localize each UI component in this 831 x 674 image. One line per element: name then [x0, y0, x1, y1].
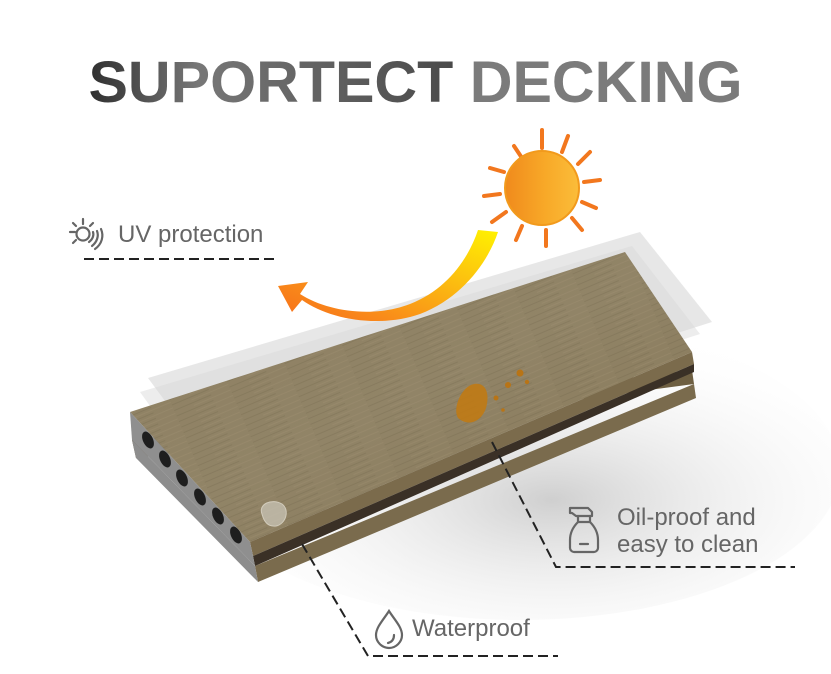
- title-brand: SUPORTECT: [88, 50, 454, 115]
- board-lower-end: [132, 440, 258, 582]
- sun-illustration: [482, 128, 602, 248]
- board-wood-grain: [130, 252, 692, 542]
- uv-deflection-arrow: [278, 230, 498, 322]
- water-drop-icon: [374, 608, 404, 650]
- oil-leader-line: [491, 441, 795, 568]
- water-droplet: [260, 501, 287, 527]
- board-groove: [253, 364, 694, 566]
- board-end-face: [130, 412, 255, 566]
- uv-protection-label: UV protection: [118, 221, 264, 248]
- page-title: SUPORTECT DECKING: [0, 52, 831, 114]
- title-product: DECKING: [469, 50, 743, 115]
- board-lower-side: [255, 384, 696, 582]
- hollow-core-holes: [142, 431, 242, 544]
- water-leader-line: [301, 543, 558, 657]
- oil-proof-label-line1: Oil-proof and: [617, 504, 756, 531]
- oil-stain: [456, 369, 530, 423]
- callout-leader-lines: [84, 258, 795, 657]
- sun-uv-icon: [68, 217, 104, 251]
- board-front-edge: [250, 352, 694, 556]
- spray-bottle-icon: [568, 506, 600, 554]
- oil-proof-label-line2: easy to clean: [617, 531, 759, 558]
- waterproof-label: Waterproof: [412, 615, 530, 642]
